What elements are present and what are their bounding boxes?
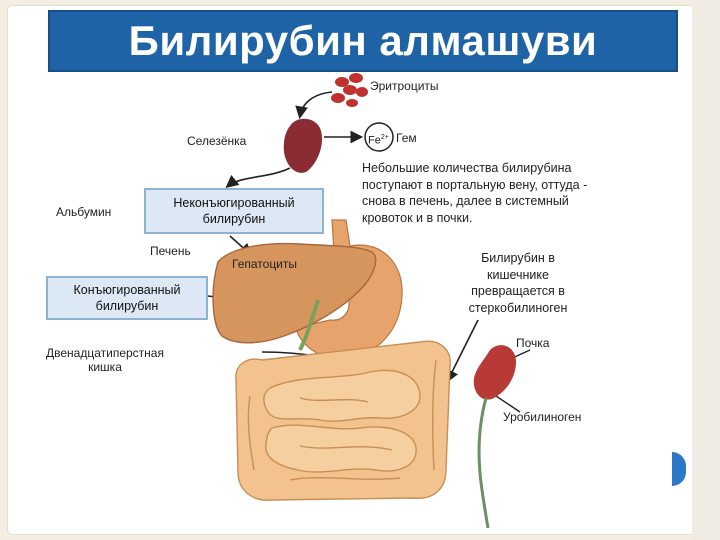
fe-label: Fe2+ <box>368 131 389 148</box>
intestine-note: Билирубин в кишечнике превращается в сте… <box>468 251 568 315</box>
fe-charge: 2+ <box>380 134 389 141</box>
arrow-icon <box>446 319 479 383</box>
liver-illustration <box>212 242 377 344</box>
heme-label: Гем <box>396 131 417 145</box>
erythrocytes-label: Эритроциты <box>370 79 439 93</box>
urobilinogen-label: Уробилиноген <box>503 410 582 424</box>
arrow-icon <box>295 91 333 120</box>
fe-circle <box>364 122 394 152</box>
duodenum-label: Двенадцатиперстная кишка <box>46 346 164 374</box>
hepatocytes-label: Гепатоциты <box>232 257 298 271</box>
portal-vein-note: Небольшие количества билирубина поступаю… <box>362 161 588 225</box>
conjugated-bilirubin-box: Конъюгированный билирубин <box>46 276 208 320</box>
slide-right-edge <box>692 0 720 540</box>
intestine-illustration <box>235 340 451 501</box>
unconjugated-bilirubin-box: Неконъюгированный билирубин <box>144 188 324 234</box>
next-slide-tab[interactable] <box>672 452 686 486</box>
albumin-label: Альбумин <box>56 205 112 219</box>
kidney-label: Почка <box>516 336 550 350</box>
erythrocytes-illustration <box>331 73 368 107</box>
arrow-icon <box>495 395 521 413</box>
kidney-illustration <box>473 345 516 400</box>
slide-title: Билирубин алмашуви <box>48 10 678 72</box>
spleen-illustration <box>283 118 323 173</box>
fe-symbol: Fe <box>368 134 381 147</box>
bile-duct-illustration <box>298 299 320 351</box>
spleen-label: Селезёнка <box>187 134 247 148</box>
liver-label: Печень <box>150 244 191 258</box>
arrow-icon <box>225 167 291 189</box>
ureter-illustration <box>477 397 490 529</box>
